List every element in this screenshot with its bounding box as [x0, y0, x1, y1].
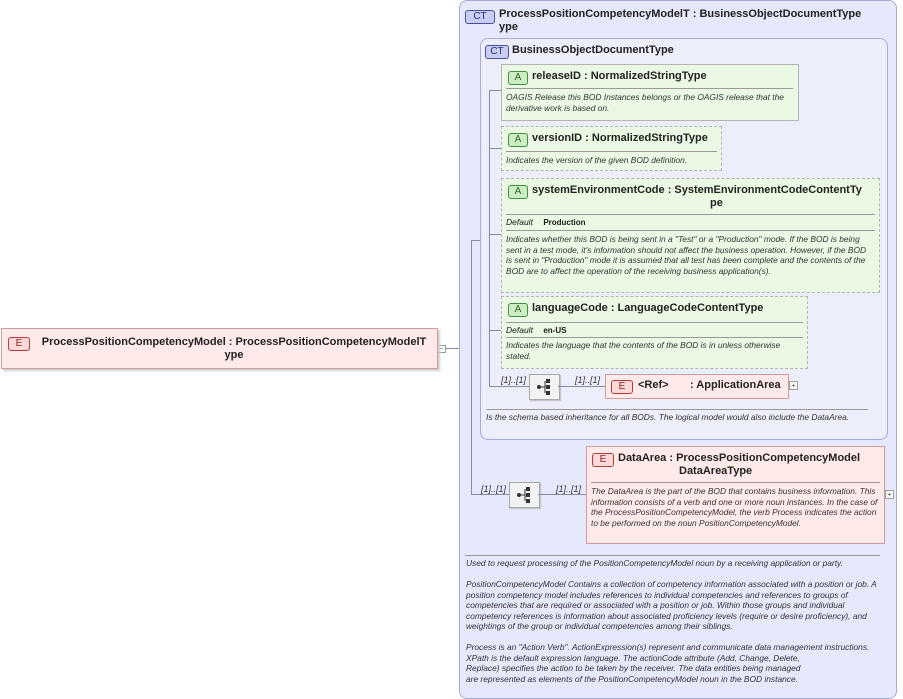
attribute-documentation: Indicates the version of the given BOD d… — [506, 155, 688, 165]
root-element-name: ProcessPositionCompetencyModel : Process… — [41, 336, 427, 361]
attribute-box-releaseid[interactable]: A releaseID : NormalizedStringType OAGIS… — [501, 64, 799, 121]
multiplicity-label: [1]..[1] — [481, 484, 507, 494]
default-label: Default — [506, 217, 533, 227]
attribute-badge: A — [508, 303, 528, 317]
outer-connector-to-dataarea-seq — [471, 494, 509, 495]
element-name: DataArea : ProcessPositionCompetencyMode… — [618, 452, 861, 477]
attr-connector-0 — [489, 90, 501, 91]
attribute-name: languageCode : LanguageCodeContentType — [532, 302, 764, 314]
attribute-name: systemEnvironmentCode : SystemEnvironmen… — [532, 184, 862, 209]
attribute-documentation: OAGIS Release this BOD Instances belongs… — [506, 92, 784, 113]
default-value: en-US — [543, 326, 567, 335]
attribute-name: versionID : NormalizedStringType — [532, 132, 708, 144]
attribute-divider — [506, 322, 803, 323]
default-row: Default Production — [506, 217, 586, 227]
attribute-badge: A — [508, 185, 528, 199]
attribute-name: releaseID : NormalizedStringType — [532, 70, 707, 82]
element-badge: E — [611, 380, 633, 394]
attribute-box-languagecode[interactable]: A languageCode : LanguageCodeContentType… — [501, 296, 808, 369]
default-label: Default — [506, 325, 533, 335]
attribute-divider — [506, 214, 875, 215]
root-element-box[interactable]: E ProcessPositionCompetencyModel : Proce… — [1, 328, 438, 369]
default-row: Default en-US — [506, 325, 566, 335]
attr-connector-1 — [489, 148, 501, 149]
dataarea-connector — [538, 494, 586, 495]
attribute-divider — [506, 151, 717, 152]
outer-connector-vertical — [471, 240, 472, 494]
sequence-compositor-icon[interactable] — [529, 374, 560, 400]
outer-type-documentation: Used to request processing of the Positi… — [466, 558, 877, 684]
base-type-name: BusinessObjectDocumentType — [512, 44, 674, 56]
attribute-documentation: Indicates whether this BOD is being sent… — [506, 234, 867, 276]
element-badge: E — [8, 337, 30, 351]
element-name: : ApplicationArea — [690, 379, 781, 391]
expand-toggle[interactable]: + — [789, 381, 798, 390]
attribute-connector-vertical — [489, 90, 490, 386]
appl-seq-connector — [489, 386, 529, 387]
attribute-divider — [506, 230, 875, 231]
appl-connector — [558, 386, 605, 387]
multiplicity-label: [1]..[1] — [556, 484, 582, 494]
multiplicity-label: [1]..[1] — [575, 375, 601, 385]
sequence-icon — [537, 379, 550, 395]
root-connector — [437, 348, 459, 349]
attribute-badge: A — [508, 133, 528, 147]
element-badge: E — [592, 453, 614, 467]
attribute-box-systemenvironmentcode[interactable]: A systemEnvironmentCode : SystemEnvironm… — [501, 178, 880, 293]
default-value: Production — [543, 218, 586, 227]
attribute-box-versionid[interactable]: A versionID : NormalizedStringType Indic… — [501, 126, 722, 171]
base-type-documentation: Is the schema based inheritance for all … — [486, 412, 850, 422]
expand-toggle[interactable]: + — [885, 490, 894, 499]
complex-type-badge: CT — [465, 10, 495, 24]
element-documentation: The DataArea is the part of the BOD that… — [591, 486, 878, 528]
element-divider — [591, 482, 880, 483]
base-doc-divider — [486, 409, 868, 410]
ref-label: <Ref> — [638, 379, 669, 391]
sequence-compositor-icon[interactable] — [509, 482, 540, 508]
attribute-divider — [506, 337, 803, 338]
attribute-documentation: Indicates the language that the contents… — [506, 340, 781, 361]
attr-connector-3 — [489, 330, 501, 331]
element-box-dataarea[interactable]: E DataArea : ProcessPositionCompetencyMo… — [586, 446, 885, 544]
element-box-applicationarea[interactable]: E <Ref> : ApplicationArea — [605, 374, 789, 399]
attribute-badge: A — [508, 71, 528, 85]
outer-connector-to-base — [471, 240, 482, 241]
multiplicity-label: [1]..[1] — [501, 375, 527, 385]
complex-type-badge: CT — [485, 45, 509, 59]
sequence-icon — [517, 487, 530, 503]
outer-doc-divider — [465, 555, 880, 556]
attribute-divider — [506, 88, 793, 89]
attr-connector-2 — [489, 234, 501, 235]
outer-type-name: ProcessPositionCompetencyModelT : Busine… — [499, 8, 862, 33]
